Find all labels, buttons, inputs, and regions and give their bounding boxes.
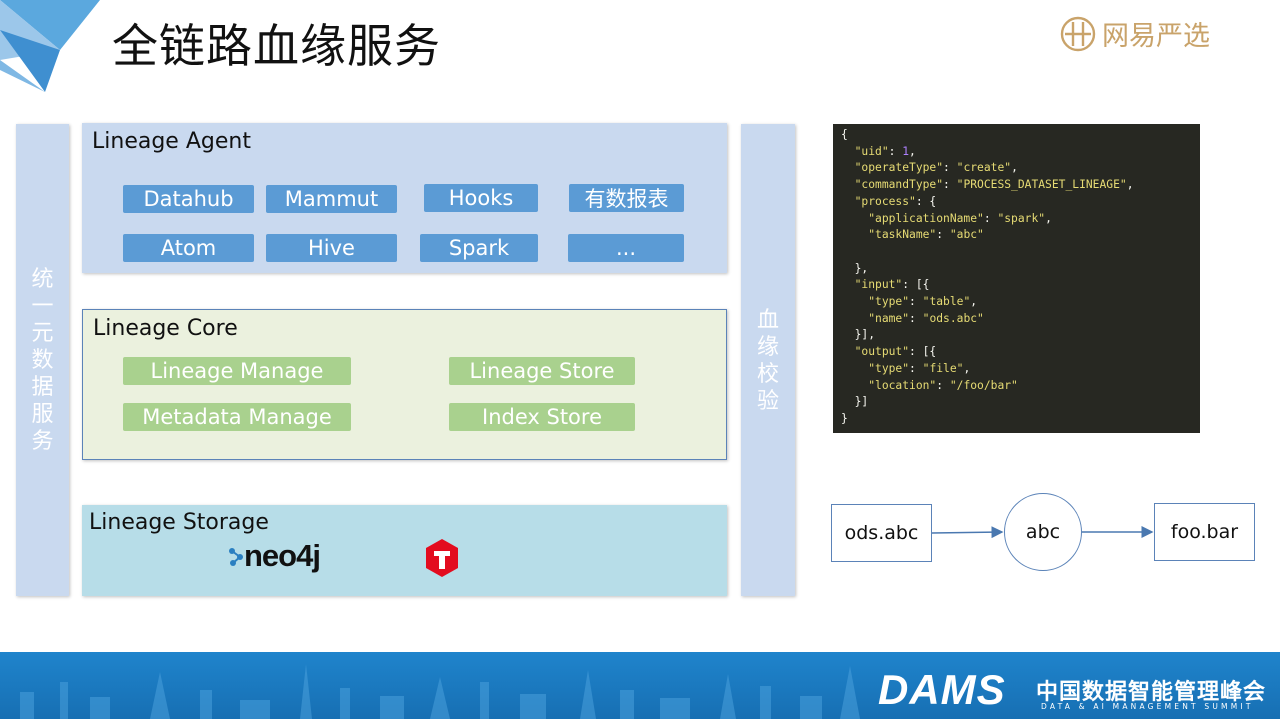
unified-metadata-label: 统一元数据服务 xyxy=(31,267,54,454)
json-code-line: "taskName": "abc" xyxy=(868,228,984,242)
json-code-line: "type": "table", xyxy=(868,295,978,309)
lineage-agent-panel: Lineage Agent Datahub Mammut Hooks 有数报表 … xyxy=(82,123,727,273)
summit-title-en: DATA & AI MANAGEMENT SUMMIT xyxy=(1041,702,1254,711)
footer-banner xyxy=(0,652,1280,719)
json-code-line: "uid": 1, xyxy=(854,144,916,158)
json-code-block: { "uid": 1, "operateType": "create", "co… xyxy=(833,124,1200,433)
agent-chip-atom: Atom xyxy=(123,234,254,262)
unified-metadata-bar: 统一元数据服务 xyxy=(16,124,69,596)
lineage-core-panel: Lineage Core Lineage Manage Lineage Stor… xyxy=(82,309,727,460)
agent-chip-hooks: Hooks xyxy=(424,184,538,212)
lineage-validation-bar: 血缘校验 xyxy=(741,124,795,596)
brand: 网易严选 xyxy=(1060,14,1210,53)
json-code-line: "type": "file", xyxy=(868,361,971,375)
lineage-storage-title: Lineage Storage xyxy=(89,510,269,535)
agent-chip-hive: Hive xyxy=(266,234,397,262)
brand-text: 网易严选 xyxy=(1102,21,1210,52)
flow-node-source: ods.abc xyxy=(831,504,932,562)
json-code-line: "applicationName": "spark", xyxy=(868,211,1052,225)
lineage-validation-label: 血缘校验 xyxy=(756,308,779,414)
skyline-decoration xyxy=(20,664,860,719)
json-code-line: "location": "/foo/bar" xyxy=(868,378,1018,392)
neo4j-logo: neo4j xyxy=(228,538,321,574)
agent-chip-more: ... xyxy=(568,234,684,262)
summit-title-cn: 中国数据智能管理峰会 xyxy=(1036,680,1267,705)
core-chip-lineage-store: Lineage Store xyxy=(449,357,635,385)
flow-node-target: foo.bar xyxy=(1154,503,1255,561)
yanxuan-logo-icon xyxy=(1060,16,1096,51)
agent-chip-datahub: Datahub xyxy=(123,185,254,213)
agent-chip-mammut: Mammut xyxy=(266,185,397,213)
flow-node-process: abc xyxy=(1004,493,1082,571)
core-chip-lineage-manage: Lineage Manage xyxy=(123,357,351,385)
agent-chip-spark: Spark xyxy=(420,234,538,262)
lineage-storage-panel: Lineage Storage neo4j xyxy=(82,505,727,596)
json-code-line: }], xyxy=(841,328,876,342)
lineage-core-title: Lineage Core xyxy=(93,316,238,341)
json-code-line: } xyxy=(841,411,848,425)
neo4j-molecule-icon xyxy=(229,548,243,566)
json-code-line: }] xyxy=(841,395,869,409)
lineage-agent-title: Lineage Agent xyxy=(92,129,251,154)
page-title: 全链路血缘服务 xyxy=(112,19,441,73)
json-code-line: "name": "ods.abc" xyxy=(868,311,984,325)
agent-chip-youshu: 有数报表 xyxy=(569,184,684,212)
tidb-logo-icon xyxy=(426,539,458,577)
json-code-line: }, xyxy=(841,261,869,275)
dams-logo: DAMS xyxy=(878,666,1006,713)
json-code-line: "commandType": "PROCESS_DATASET_LINEAGE"… xyxy=(854,178,1134,192)
json-code-line: "input": [{ xyxy=(854,278,930,292)
core-chip-index-store: Index Store xyxy=(449,403,635,431)
json-code-line: "operateType": "create", xyxy=(854,161,1018,175)
json-code-line: { xyxy=(841,128,848,141)
core-chip-metadata-manage: Metadata Manage xyxy=(123,403,351,431)
arrow-source-to-process xyxy=(931,526,1004,539)
corner-decoration xyxy=(0,0,100,92)
neo4j-wordmark: neo4j xyxy=(244,538,321,573)
json-code-line: "process": { xyxy=(854,194,937,208)
json-code-line: "output": [{ xyxy=(854,345,937,359)
